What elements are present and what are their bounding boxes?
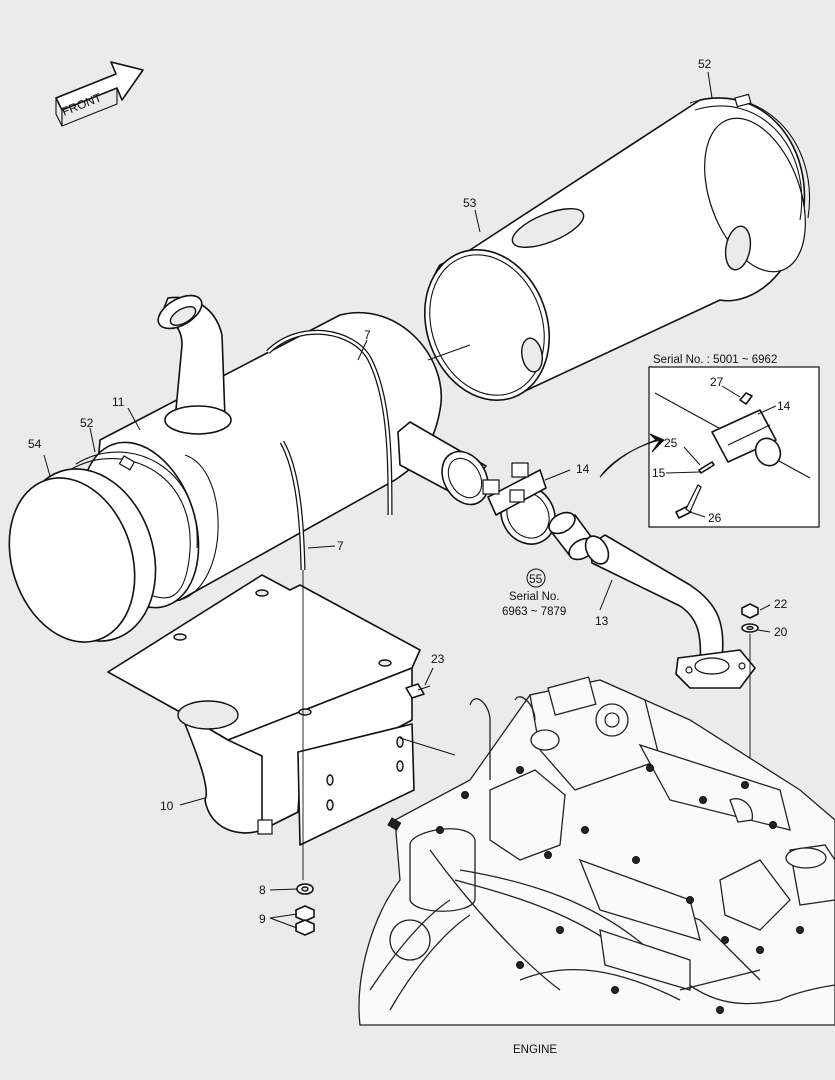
- inset-callout-14: 14: [777, 399, 791, 413]
- inset-title: Serial No. : 5001 ~ 6962: [653, 354, 777, 366]
- part-53-cover: [423, 97, 806, 402]
- engine-label: ENGINE: [513, 1044, 557, 1056]
- part-22-nut: [741, 603, 759, 619]
- callout-leaders: [43, 71, 771, 929]
- part-20-washer: [741, 623, 759, 633]
- part-52-band-top: [689, 93, 810, 221]
- inset-callout-15: 15: [652, 466, 666, 480]
- inset-callout-26: 26: [708, 511, 722, 525]
- callout-22: 22: [774, 597, 788, 611]
- callout-10: 10: [160, 799, 174, 813]
- part-14-clamp: [482, 462, 556, 545]
- part-52-band-left: [69, 451, 198, 599]
- part-7-ubolt-upper: [266, 329, 393, 516]
- inset-part-27-pin: [739, 392, 753, 405]
- inset-callout-27: 27: [710, 375, 724, 389]
- muffler-inlet-pipe: [397, 421, 489, 506]
- inset-leaders: [665, 385, 777, 518]
- inset-part-26-bolt: [675, 484, 702, 519]
- callout-23: 23: [431, 652, 445, 666]
- callout-7-top: 7: [364, 328, 371, 342]
- callout-52-top: 52: [698, 57, 712, 71]
- inset-pointer-arrow: [599, 433, 665, 478]
- serial-note-line2: 6963 ~ 7879: [502, 606, 566, 618]
- inset-part-14-clamp-half: [711, 409, 782, 467]
- part-54-cap: [8, 468, 157, 643]
- callout-9: 9: [259, 912, 266, 926]
- inset-serial-5001-6962: 27 14 25 15 26: [648, 366, 820, 528]
- serial-note-line1: Serial No.: [509, 591, 560, 603]
- inset-callout-25: 25: [664, 436, 678, 450]
- muffler-outlet-elbow: [157, 294, 232, 435]
- callout-52-left: 52: [80, 416, 94, 430]
- front-arrow: FRONT: [55, 61, 144, 127]
- part-23-bolt: [405, 683, 431, 699]
- callout-13: 13: [595, 614, 609, 628]
- engine-assembly: [358, 676, 835, 1026]
- callout-7-bottom: 7: [337, 539, 344, 553]
- part-10-bracket: [107, 574, 421, 846]
- callout-8: 8: [259, 883, 266, 897]
- part-8-washer: [296, 883, 314, 895]
- part-7-ubolt-lower: [279, 440, 306, 571]
- part-13-exhaust-pipe: [584, 534, 756, 689]
- callout-11: 11: [112, 395, 125, 409]
- callout-54: 54: [28, 437, 42, 451]
- inset-part-25-ring: [698, 461, 715, 474]
- callout-55: 55: [529, 572, 543, 586]
- callout-14: 14: [576, 462, 590, 476]
- part-9-nuts: [295, 905, 315, 936]
- callout-53: 53: [463, 196, 477, 210]
- callout-55-circled: 55: [526, 568, 546, 588]
- callout-20: 20: [774, 625, 788, 639]
